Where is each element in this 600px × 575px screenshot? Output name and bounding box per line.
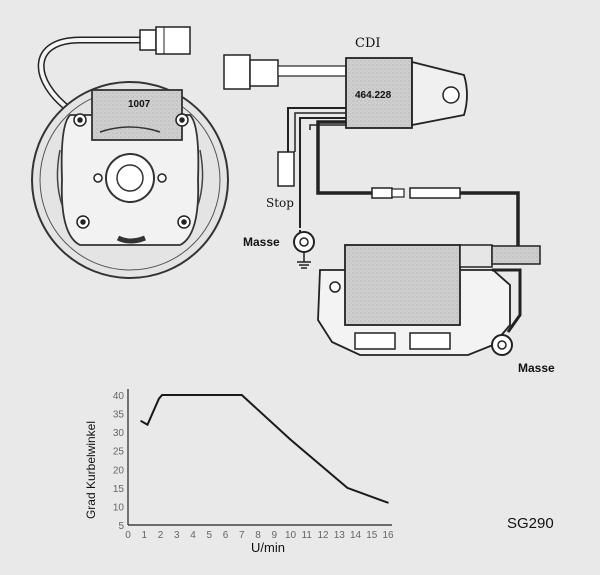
stop-connector	[277, 151, 295, 187]
stator-coil-housing	[91, 89, 183, 141]
chart-y-tick-label: 10	[113, 502, 125, 513]
cdi-wires	[287, 107, 372, 228]
coil-body	[344, 244, 461, 326]
stator-number: 1007	[128, 99, 151, 110]
chart-data-point	[146, 423, 149, 426]
chart-y-tick-labels: 5 10 15 20 25 30 35 40	[113, 391, 125, 532]
chart-x-tick-label: 4	[190, 530, 196, 541]
chart-data-point	[161, 394, 163, 396]
chart-y-tick-label: 5	[118, 521, 124, 532]
chart-x-tick-label: 0	[125, 530, 131, 541]
chart-x-tick-label: 15	[366, 530, 378, 541]
chart-x-tick-label: 8	[255, 530, 261, 541]
chart-x-tick-label: 6	[223, 530, 229, 541]
chart-y-tick-label: 15	[113, 484, 125, 495]
stop-label: Stop	[266, 196, 294, 210]
hv-lead	[491, 245, 541, 265]
chart-y-tick-label: 35	[113, 410, 125, 421]
chart-x-tick-label: 16	[382, 530, 394, 541]
chart-x-tick-label: 7	[239, 530, 245, 541]
chart-series-line	[140, 394, 389, 504]
masse-lower-terminal	[491, 334, 513, 356]
chart-x-tick-label: 14	[350, 530, 362, 541]
chart-x-tick-label: 3	[174, 530, 180, 541]
chart-y-tick-label: 20	[113, 465, 125, 476]
chart-data-point	[140, 420, 142, 422]
bullet-connector	[371, 187, 520, 247]
chart-axes	[127, 389, 392, 526]
chart-x-tick-label: 13	[334, 530, 346, 541]
cdi-box	[345, 57, 413, 129]
chart-data-point	[158, 397, 160, 400]
chart-x-tick-label: 2	[158, 530, 164, 541]
chart-y-tick-label: 25	[113, 447, 125, 458]
ignition-coil: Masse	[317, 244, 555, 375]
chart-x-axis-label: U/min	[251, 540, 285, 555]
chart-data-point	[216, 394, 219, 396]
stator-plate: 1007	[31, 26, 229, 279]
model-label: SG290	[507, 515, 554, 532]
chart-x-tick-label: 10	[285, 530, 297, 541]
chart-data-point	[346, 487, 349, 489]
masse-label-upper: Masse	[243, 235, 280, 249]
chart-y-axis-label: Grad Kurbelwinkel	[84, 421, 98, 519]
chart-y-tick-label: 30	[113, 428, 125, 439]
chart-data-point	[240, 394, 243, 396]
chart-x-tick-label: 12	[317, 530, 329, 541]
chart-series	[140, 394, 389, 504]
cdi-unit: CDI 464.228 Stop	[223, 36, 520, 269]
chart-data-point	[289, 438, 292, 441]
masse-upper-terminal	[293, 230, 315, 269]
masse-label-lower: Masse	[518, 361, 555, 375]
stator-connector	[139, 26, 191, 55]
chart-data-point	[387, 501, 389, 504]
chart-y-tick-label: 40	[113, 391, 125, 402]
chart-x-tick-label: 1	[141, 530, 147, 541]
mounting-screws	[73, 113, 191, 229]
chart-x-tick-label: 11	[302, 530, 313, 541]
cdi-part-number: 464.228	[355, 90, 392, 101]
chart-x-tick-label: 9	[271, 530, 277, 541]
chart-x-tick-label: 5	[206, 530, 212, 541]
cdi-title: CDI	[355, 36, 381, 51]
cdi-connector	[223, 54, 347, 90]
